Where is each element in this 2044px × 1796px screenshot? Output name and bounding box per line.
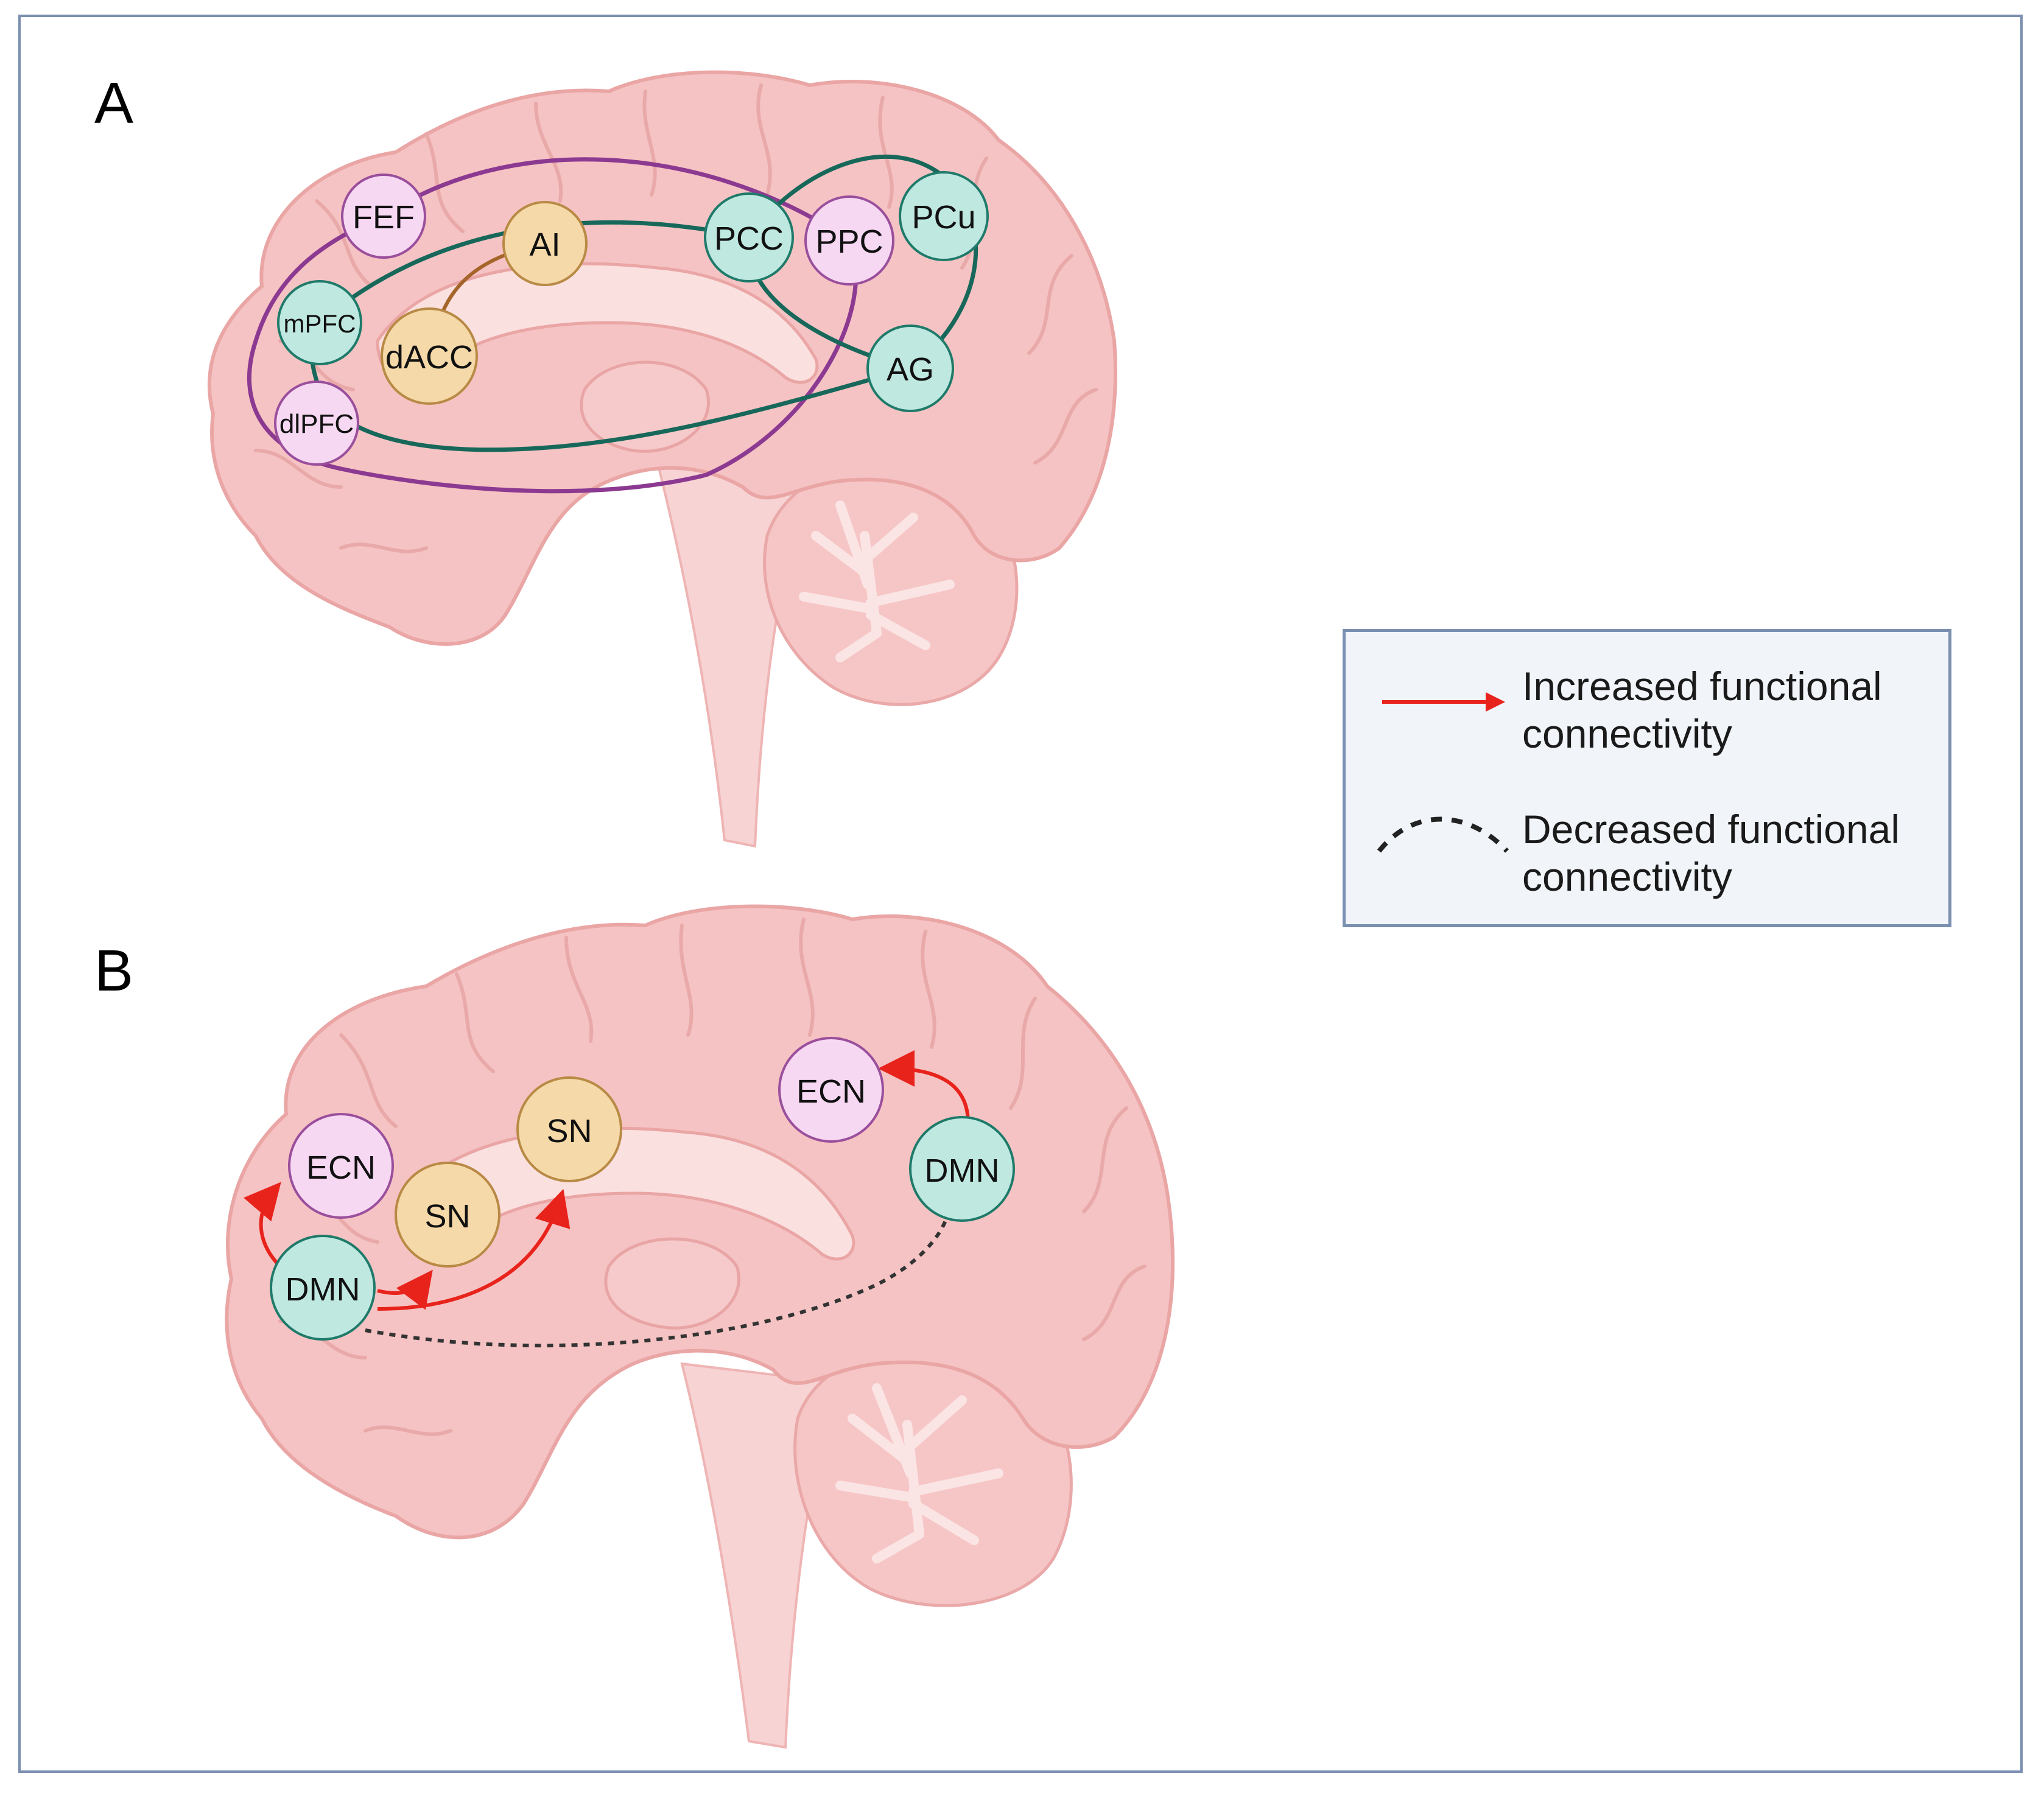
node-dlpfc-label: dlPFC — [279, 409, 354, 439]
dmn-loop-line — [309, 154, 978, 452]
cerebellum-tree-a — [799, 500, 955, 662]
node-sn-lower-label: SN — [424, 1198, 470, 1235]
node-fef: FEF — [341, 174, 426, 259]
node-ecn-frontal: ECN — [288, 1113, 394, 1219]
node-dmn-frontal: DMN — [270, 1235, 376, 1341]
increased-arrow-swatch — [1382, 692, 1505, 712]
thalamus-a — [580, 360, 710, 453]
panel-b-label: B — [94, 938, 134, 1003]
node-sn-lower: SN — [395, 1162, 500, 1268]
node-ag-label: AG — [887, 351, 934, 388]
node-sn-upper-label: SN — [546, 1113, 592, 1149]
node-ppc-label: PPC — [815, 223, 883, 260]
node-ecn-parietal-label: ECN — [796, 1073, 866, 1110]
panel-a-label: A — [94, 71, 134, 136]
node-ecn-parietal: ECN — [778, 1037, 884, 1143]
decreased-dashed-swatch — [1377, 816, 1509, 853]
dmn-to-ecn-parietal-arrow — [878, 1050, 970, 1124]
node-dmn-frontal-label: DMN — [286, 1271, 360, 1308]
node-ai-label: AI — [529, 226, 560, 263]
ecn-loop-line — [247, 157, 859, 494]
node-ai: AI — [502, 201, 588, 286]
brain-illustration-b — [225, 904, 1175, 1749]
node-dacc-label: dACC — [385, 339, 473, 376]
dmn-to-sn-lower-arrow — [377, 1269, 433, 1310]
node-ecn-frontal-label: ECN — [306, 1149, 376, 1186]
node-ag: AG — [866, 324, 954, 412]
node-pcc: PCC — [704, 192, 794, 282]
node-mpfc: mPFC — [277, 280, 362, 365]
legend-decreased-label: Decreased functional connectivity — [1522, 807, 1900, 899]
brain-illustration-a — [207, 70, 1117, 848]
cerebrum-a — [207, 70, 1117, 646]
figure-border — [18, 15, 2023, 1773]
dmn-dmn-decreased-line — [365, 1216, 949, 1348]
node-sn-upper: SN — [516, 1076, 622, 1182]
dmn-to-ecn-frontal-arrow — [243, 1182, 282, 1268]
node-ppc: PPC — [804, 195, 894, 286]
node-pcu-label: PCu — [911, 199, 975, 236]
node-pcc-label: PCC — [714, 220, 784, 257]
cerebellum-tree-b — [835, 1383, 1003, 1563]
legend-box: Increased functional connectivity Decrea… — [1343, 629, 1951, 927]
thalamus-b — [604, 1237, 740, 1330]
node-mpfc-label: mPFC — [284, 309, 356, 338]
node-dmn-parietal: DMN — [909, 1116, 1015, 1222]
node-dmn-parietal-label: DMN — [925, 1152, 1000, 1189]
dmn-to-sn-upper-arrow — [377, 1188, 571, 1311]
network-lines-b — [243, 1050, 970, 1348]
node-dacc: dACC — [381, 307, 478, 405]
legend-increased-label: Increased functional connectivity — [1522, 664, 1882, 756]
cerebrum-b — [225, 904, 1175, 1540]
node-fef-label: FEF — [353, 199, 415, 236]
node-pcu: PCu — [899, 171, 989, 261]
node-dlpfc: dlPFC — [274, 381, 359, 466]
